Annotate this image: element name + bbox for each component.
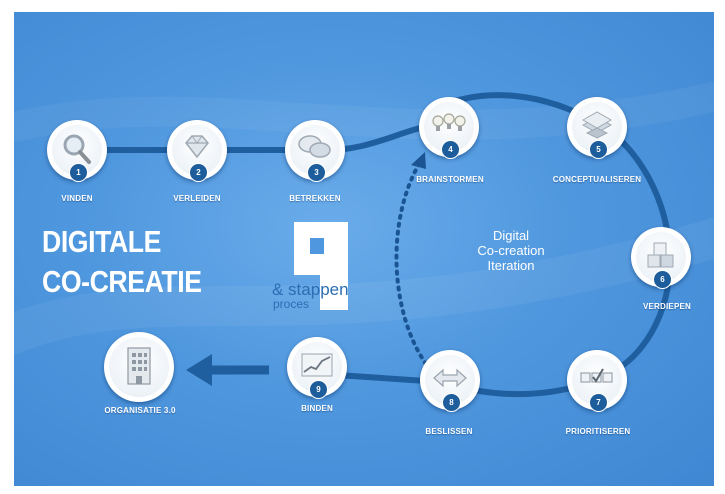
step-number-7: 7 — [589, 393, 608, 412]
diagram-canvas: DIGITALE CO-CREATIE & stappen proces Dig… — [14, 12, 714, 486]
diagram-title: DIGITALE CO-CREATIE — [42, 222, 202, 302]
outcome-node — [104, 332, 174, 402]
number-nine-shape — [294, 222, 348, 310]
step-number-5: 5 — [589, 140, 608, 159]
outcome-label: ORGANISATIE 3.0 — [104, 406, 176, 415]
step-number-4: 4 — [441, 140, 460, 159]
step-label-9: BINDEN — [301, 404, 333, 413]
step-label-7: PRIORITISEREN — [565, 427, 631, 436]
return-arc — [394, 162, 428, 366]
process-word-proces: proces — [273, 297, 310, 311]
step-number-1: 1 — [69, 163, 88, 182]
speech-bubbles-icon — [298, 135, 331, 158]
process-word-stappen: & stappen — [272, 280, 349, 299]
office-building-icon — [127, 347, 151, 385]
iteration-label-line-3: Iteration — [487, 258, 535, 273]
step-node-1: 1 — [47, 120, 107, 182]
stacked-cubes-icon — [647, 242, 674, 268]
title-line-2: CO-CREATIE — [42, 264, 202, 299]
step-node-8: 8 — [420, 350, 480, 412]
magnifier-icon — [63, 134, 91, 164]
rising-chart-icon — [301, 353, 333, 377]
layered-sheets-icon — [581, 111, 613, 139]
step-number-8: 8 — [442, 393, 461, 412]
step-label-8: BESLISSEN — [425, 427, 473, 436]
step-number-2: 2 — [189, 163, 208, 182]
checkboxes-icon — [580, 368, 613, 383]
step-node-7: 7 — [567, 350, 627, 412]
double-arrow-icon — [433, 368, 467, 388]
diamond-icon — [185, 135, 209, 159]
step-label-1: VINDEN — [61, 194, 93, 203]
outcome-arrowhead — [186, 354, 212, 386]
step-node-9: 9 — [287, 337, 347, 399]
step-node-5: 5 — [567, 97, 627, 159]
iteration-label-line-2: Co-creation — [477, 243, 545, 258]
step-label-5: CONCEPTUALISEREN — [552, 175, 642, 184]
step-node-6: 6 — [631, 227, 691, 289]
step-number-3: 3 — [307, 163, 326, 182]
step-label-4: BRAINSTORMEN — [416, 175, 484, 184]
step-node-2: 2 — [167, 120, 227, 182]
step-number-9: 9 — [309, 380, 328, 399]
step-number-6: 6 — [653, 270, 672, 289]
return-arrowhead — [411, 152, 426, 169]
step-label-2: VERLEIDEN — [173, 194, 221, 203]
step-node-3: 3 — [285, 120, 345, 182]
iteration-label-line-1: Digital — [492, 228, 530, 243]
lightbulbs-icon — [432, 113, 466, 131]
step-label-6: VERDIEPEN — [642, 302, 692, 311]
step-node-4: 4 — [419, 97, 479, 159]
title-line-1: DIGITALE — [42, 224, 162, 259]
step-label-3: BETREKKEN — [289, 194, 341, 203]
